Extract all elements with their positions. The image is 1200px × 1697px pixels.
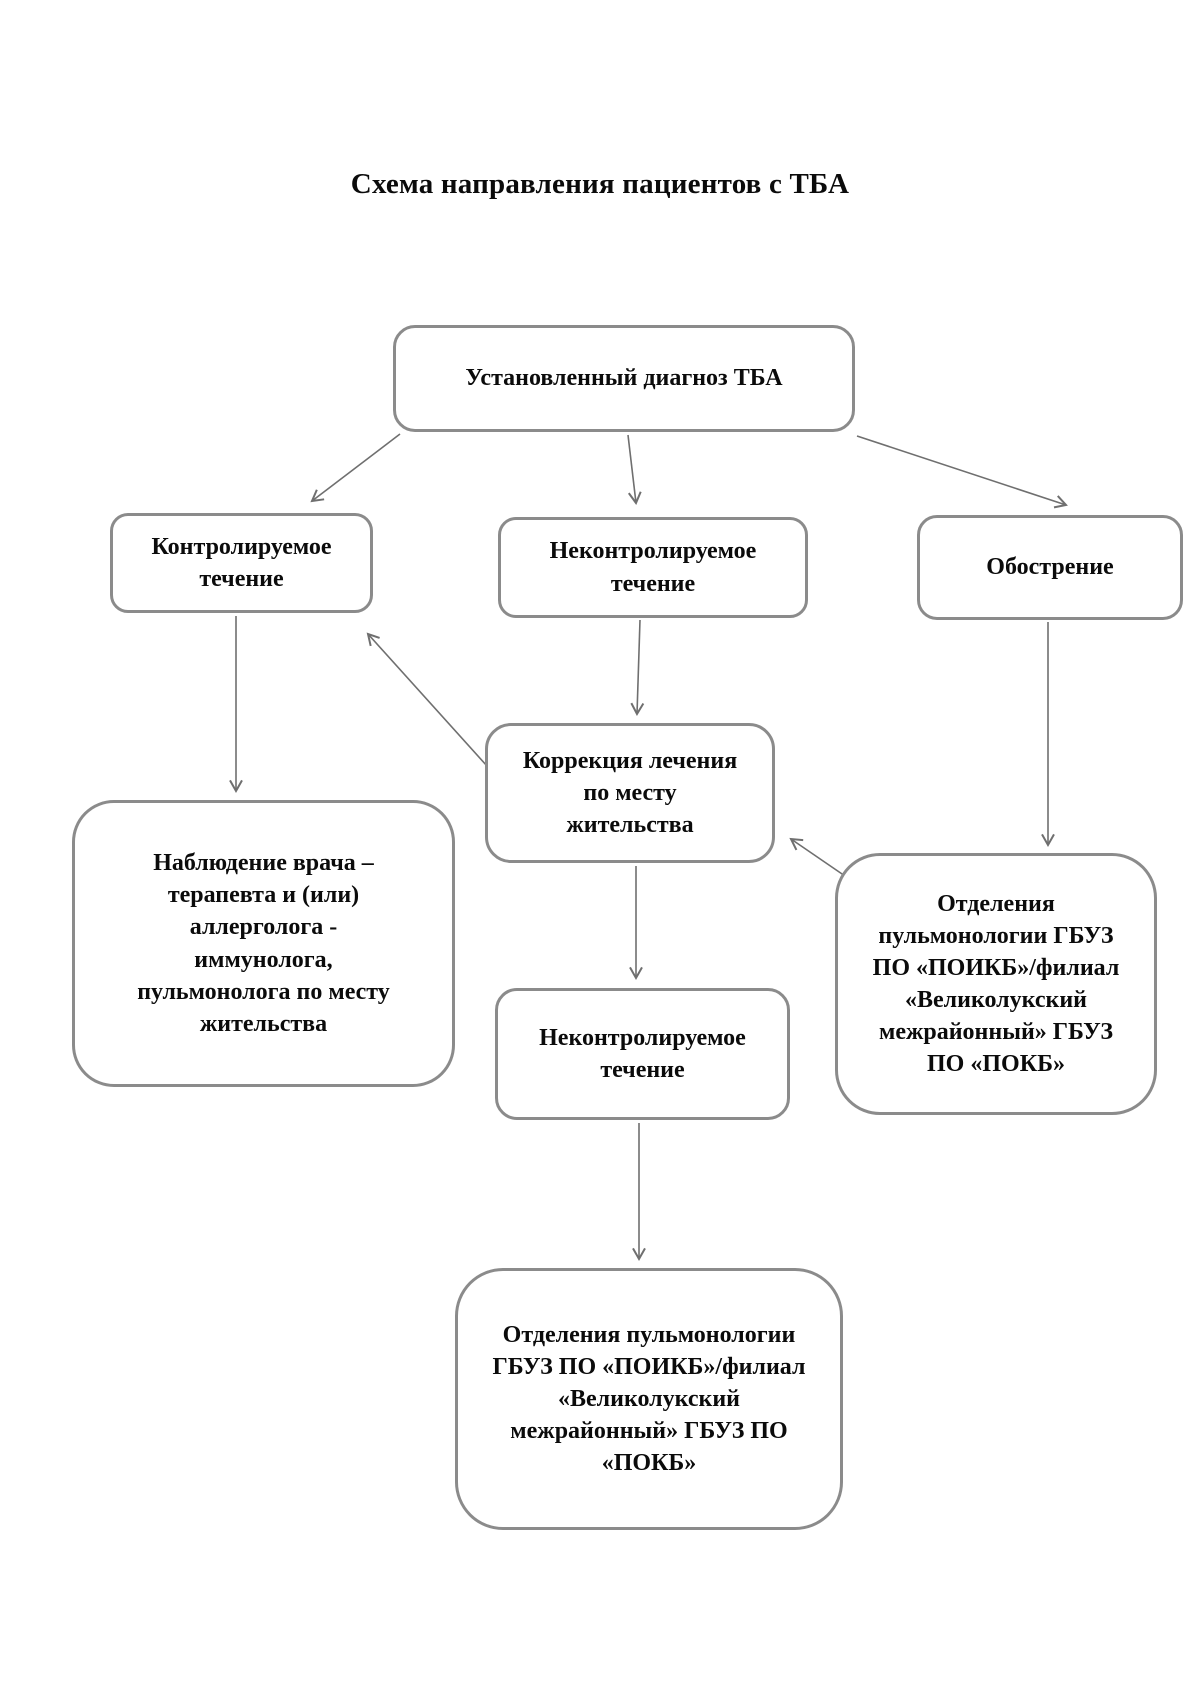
node-pulmonology-department-bottom: Отделения пульмонологии ГБУЗ ПО «ПОИКБ»/… (455, 1268, 843, 1530)
diagram-title: Схема направления пациентов с ТБА (350, 168, 850, 200)
node-exacerbation: Обострение (917, 515, 1183, 620)
node-label: Отделения пульмонологии ГБУЗ ПО «ПОИКБ»/… (872, 890, 1120, 1078)
arrow-diagnosis-to-uncontrolled (627, 434, 642, 506)
node-established-diagnosis: Установленный диагноз ТБА (393, 325, 855, 432)
node-label: Неконтролируемое течение (539, 1024, 746, 1083)
node-label: Коррекция лечения по месту жительства (522, 747, 738, 839)
node-controlled-course: Контролируемое течение (110, 513, 373, 613)
node-physician-observation: Наблюдение врача – терапевта и (или) алл… (72, 800, 455, 1087)
arrow-uncontrolled-to-correction (630, 619, 645, 717)
node-treatment-correction: Коррекция лечения по месту жительства (485, 723, 775, 863)
arrow-diagnosis-to-controlled (310, 433, 401, 503)
node-uncontrolled-course: Неконтролируемое течение (498, 517, 808, 618)
node-label: Обострение (986, 554, 1114, 581)
node-label: Неконтролируемое течение (549, 538, 757, 597)
node-label: Наблюдение врача – терапевта и (или) алл… (137, 850, 390, 1037)
arrow-diagnosis-to-exacerbation (856, 435, 1068, 509)
node-pulmonology-department: Отделения пульмонологии ГБУЗ ПО «ПОИКБ»/… (835, 853, 1157, 1115)
node-label: Отделения пульмонологии ГБУЗ ПО «ПОИКБ»/… (492, 1321, 806, 1477)
node-uncontrolled-course-2: Неконтролируемое течение (495, 988, 790, 1120)
node-label: Контролируемое течение (151, 533, 332, 592)
arrow-correction-to-controlled (366, 632, 488, 767)
node-label: Установленный диагноз ТБА (465, 365, 783, 392)
arrow-pulm-dept-to-correction (789, 837, 846, 877)
